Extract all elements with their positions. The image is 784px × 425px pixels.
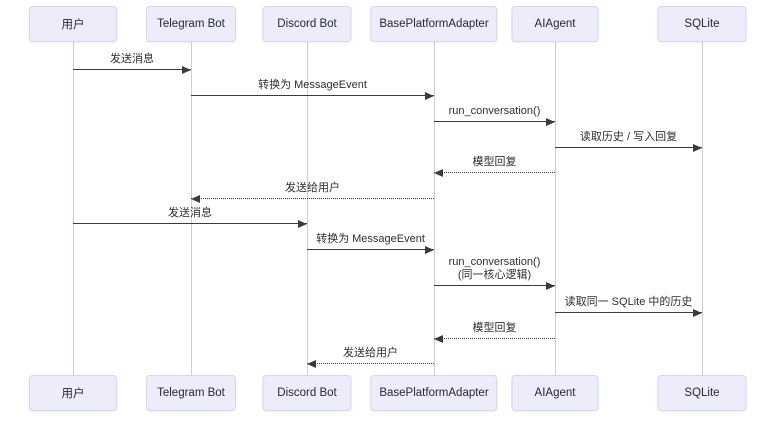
actor-top-sqlite: SQLite <box>657 6 747 42</box>
actor-label: 用户 <box>61 388 85 400</box>
actor-label: Telegram Bot <box>157 387 225 399</box>
message-line-5 <box>191 198 434 199</box>
lifeline-telegram-bot <box>191 42 192 376</box>
actor-bottom-base-platform-adapter: BasePlatformAdapter <box>370 375 498 411</box>
actor-bottom-telegram-bot: Telegram Bot <box>146 375 236 411</box>
message-line-2 <box>434 121 555 122</box>
message-label-line: run_conversation() <box>448 105 541 118</box>
message-arrowhead-2 <box>546 117 555 126</box>
message-line-11 <box>307 363 434 364</box>
lifeline-discord-bot <box>307 42 308 376</box>
message-label-line: 发送消息 <box>110 53 154 66</box>
actor-label: Discord Bot <box>277 387 337 399</box>
message-line-7 <box>307 249 434 250</box>
message-arrowhead-10 <box>434 334 443 343</box>
actor-label: BasePlatformAdapter <box>379 18 489 30</box>
message-label-5: 发送给用户 <box>285 182 340 195</box>
message-label-3: 读取历史 / 写入回复 <box>580 131 677 144</box>
message-label-line: 转换为 MessageEvent <box>258 79 367 92</box>
actor-label: Discord Bot <box>277 18 337 30</box>
message-label-line: run_conversation() <box>448 256 541 269</box>
actor-label: Telegram Bot <box>157 18 225 30</box>
message-label-6: 发送消息 <box>168 207 212 220</box>
actor-top-ai-agent: AIAgent <box>511 6 599 42</box>
actor-label: BasePlatformAdapter <box>379 387 489 399</box>
message-label-line: 读取历史 / 写入回复 <box>579 131 678 144</box>
message-arrowhead-3 <box>693 143 702 152</box>
message-label-10: 模型回复 <box>473 322 517 335</box>
lifeline-user <box>73 42 74 376</box>
message-line-4 <box>434 172 555 173</box>
message-label-line: 模型回复 <box>472 322 517 335</box>
actor-label: SQLite <box>684 387 720 399</box>
message-label-11: 发送给用户 <box>343 347 398 360</box>
message-label-1: 转换为 MessageEvent <box>258 79 367 92</box>
message-label-line: (同一核心逻辑) <box>457 269 532 282</box>
message-line-1 <box>191 95 434 96</box>
actor-top-base-platform-adapter: BasePlatformAdapter <box>370 6 498 42</box>
message-label-9: 读取同一 SQLite 中的历史 <box>565 296 693 309</box>
message-arrowhead-4 <box>434 168 443 177</box>
actor-label: AIAgent <box>534 387 576 399</box>
message-arrowhead-0 <box>182 65 191 74</box>
message-label-0: 发送消息 <box>110 53 154 66</box>
message-arrowhead-9 <box>693 308 702 317</box>
message-line-9 <box>555 312 702 313</box>
message-line-6 <box>73 223 307 224</box>
message-label-8: run_conversation()(同一核心逻辑) <box>449 256 541 282</box>
message-label-line: 模型回复 <box>472 156 517 169</box>
message-line-0 <box>73 69 191 70</box>
actor-bottom-user: 用户 <box>29 375 117 411</box>
message-label-line: 转换为 MessageEvent <box>316 233 425 246</box>
lifeline-sqlite <box>702 42 703 376</box>
actor-top-telegram-bot: Telegram Bot <box>146 6 236 42</box>
actor-label: 用户 <box>61 19 85 31</box>
message-line-8 <box>434 285 555 286</box>
message-label-line: 发送给用户 <box>343 347 398 360</box>
actor-bottom-discord-bot: Discord Bot <box>262 375 352 411</box>
actor-top-user: 用户 <box>29 6 117 42</box>
message-arrowhead-1 <box>425 91 434 100</box>
message-label-line: 读取同一 SQLite 中的历史 <box>564 296 693 309</box>
actor-bottom-ai-agent: AIAgent <box>511 375 599 411</box>
message-label-7: 转换为 MessageEvent <box>316 233 425 246</box>
message-label-line: 发送给用户 <box>285 182 340 195</box>
message-label-4: 模型回复 <box>473 156 517 169</box>
message-label-2: run_conversation() <box>449 105 541 118</box>
message-line-3 <box>555 147 702 148</box>
message-label-line: 发送消息 <box>168 207 212 220</box>
actor-bottom-sqlite: SQLite <box>657 375 747 411</box>
lifeline-ai-agent <box>555 42 556 376</box>
message-arrowhead-5 <box>191 194 200 203</box>
message-line-10 <box>434 338 555 339</box>
message-arrowhead-8 <box>546 281 555 290</box>
lifeline-base-platform-adapter <box>434 42 435 376</box>
actor-top-discord-bot: Discord Bot <box>262 6 352 42</box>
message-arrowhead-6 <box>298 219 307 228</box>
actor-label: SQLite <box>684 18 720 30</box>
message-arrowhead-7 <box>425 245 434 254</box>
message-arrowhead-11 <box>307 359 316 368</box>
actor-label: AIAgent <box>534 18 576 30</box>
